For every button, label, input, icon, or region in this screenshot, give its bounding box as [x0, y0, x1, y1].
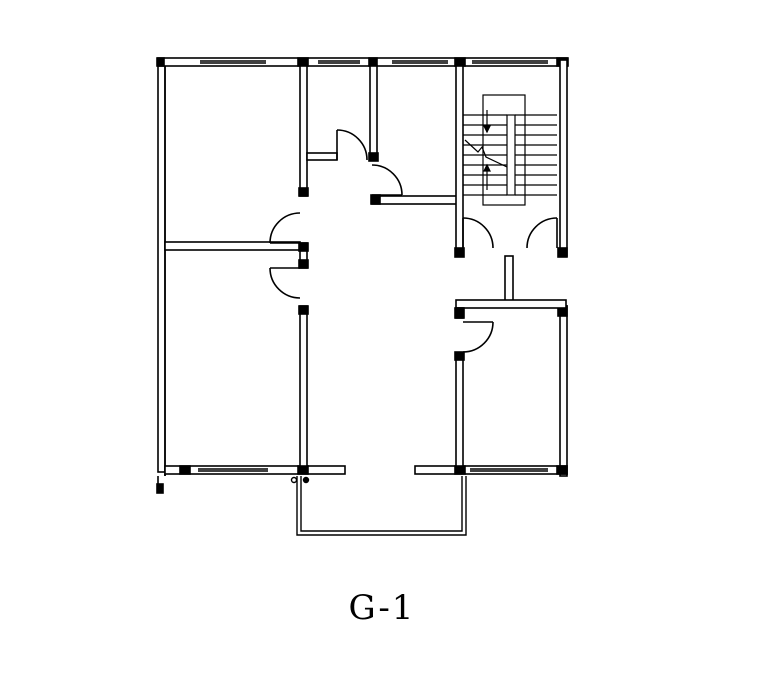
- interior-wall-west: [298, 65, 309, 467]
- balcony: [290, 476, 467, 536]
- door-stair-left: [462, 217, 494, 249]
- exterior-wall-top: [156, 57, 569, 67]
- exterior-wall-left: [156, 59, 166, 494]
- door-bedroom-lower: [269, 267, 301, 299]
- exterior-wall-bottom: [164, 465, 568, 476]
- door-east-room: [462, 321, 494, 353]
- window-top-4: [472, 60, 548, 64]
- interior-wall-stair-left: [454, 65, 465, 258]
- drawing-caption: G-1: [348, 588, 416, 628]
- interior-wall-closet: [306, 65, 379, 162]
- window-bottom-2: [470, 468, 548, 472]
- door-stair-right: [526, 217, 558, 249]
- exterior-wall-right: [557, 59, 568, 477]
- window-top-1: [200, 60, 266, 64]
- interior-wall-east-room: [454, 307, 465, 467]
- staircase: [463, 94, 557, 206]
- interior-wall-bathroom: [370, 194, 463, 205]
- door-bathroom: [371, 164, 403, 196]
- door-bedroom-upper: [269, 212, 301, 244]
- window-top-3: [392, 60, 448, 64]
- interior-wall-stair-bottom: [455, 255, 567, 309]
- door-closet: [336, 129, 368, 161]
- window-top-2: [318, 60, 360, 64]
- window-bottom-1: [198, 468, 268, 472]
